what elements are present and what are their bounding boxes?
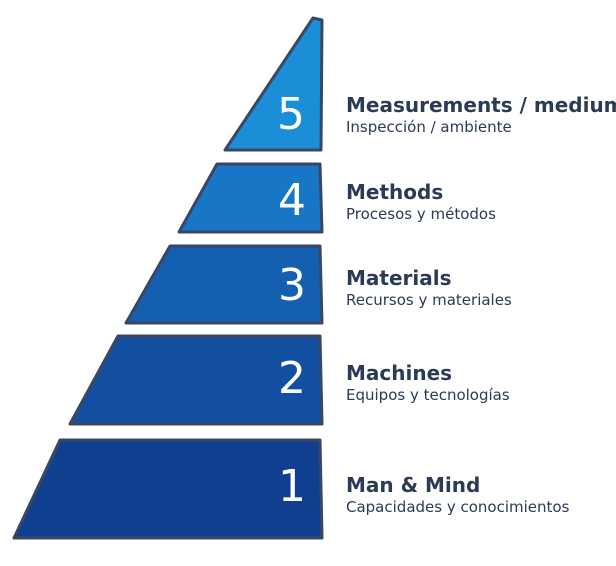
pyramid-tier-2	[68, 334, 324, 426]
tier-label-2: Machines Equipos y tecnologías	[346, 361, 614, 405]
tier-number-3: 3	[278, 260, 306, 311]
tier-label-4: Methods Procesos y métodos	[346, 180, 614, 224]
tier-number-2: 2	[278, 353, 306, 404]
tier-subtitle-2: Equipos y tecnologías	[346, 386, 510, 404]
tier-number-1: 1	[278, 461, 306, 512]
tier-number-5: 5	[277, 89, 305, 140]
tier-subtitle-3: Recursos y materiales	[346, 291, 512, 309]
pyramid-tier-3	[124, 244, 324, 325]
tier-title-5: Measurements / medium	[346, 93, 616, 117]
tier-subtitle-4: Procesos y métodos	[346, 205, 496, 223]
pyramid-tier-1	[12, 438, 324, 540]
tier-subtitle-1: Capacidades y conocimientos	[346, 498, 570, 516]
tier-subtitle-5: Inspección / ambiente	[346, 118, 512, 136]
tier-label-3: Materials Recursos y materiales	[346, 266, 614, 310]
tier-title-4: Methods	[346, 180, 444, 204]
tier-title-1: Man & Mind	[346, 473, 481, 497]
tier-label-5: Measurements / medium Inspección / ambie…	[346, 93, 616, 137]
pyramid-tier-5	[223, 16, 324, 152]
tier-label-1: Man & Mind Capacidades y conocimientos	[346, 473, 614, 517]
tier-title-3: Materials	[346, 266, 452, 290]
pyramid-tier-4	[177, 162, 324, 234]
tier-title-2: Machines	[346, 361, 453, 385]
tier-number-4: 4	[278, 175, 306, 226]
